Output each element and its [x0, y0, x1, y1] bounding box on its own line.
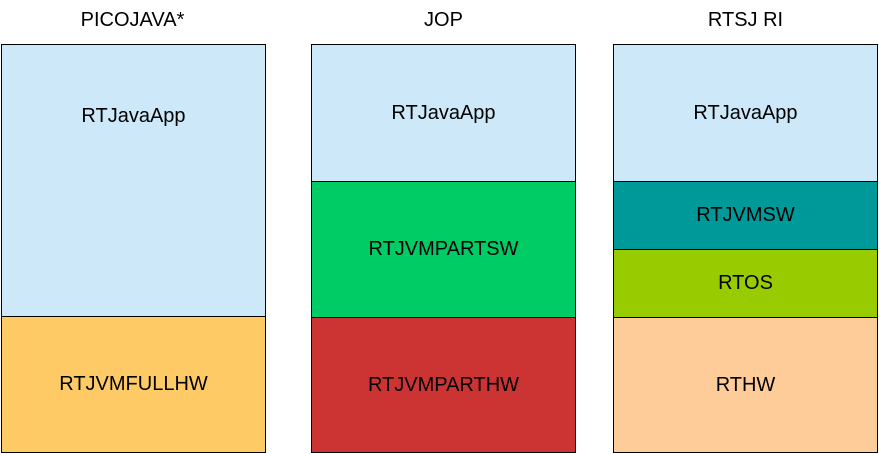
- stack-picojava: RTJavaApp RTJVMFULLHW: [1, 44, 266, 453]
- layer-rtjavaapp: RTJavaApp: [1, 44, 266, 317]
- layer-label: RTJavaApp: [391, 101, 496, 124]
- layer-label: RTJVMSW: [696, 204, 795, 226]
- column-title-rtsj-ri: RTSJ RI: [707, 9, 784, 31]
- stack-rtsj-ri: RTJavaApp RTJVMSW RTOS RTHW: [613, 44, 878, 453]
- layer-rtjvmfullhw: RTJVMFULLHW: [1, 316, 266, 453]
- column-title-jop: JOP: [424, 9, 463, 31]
- layer-label: RTOS: [718, 272, 773, 294]
- layer-label: RTJVMPARTSW: [368, 238, 519, 260]
- column-title-picojava: PICOJAVA*: [80, 9, 185, 31]
- layer-label: RTJVMPARTHW: [367, 373, 520, 396]
- layer-rtjavaapp: RTJavaApp: [613, 44, 878, 182]
- layer-label: RTJavaApp: [693, 101, 798, 124]
- layer-rtjavaapp: RTJavaApp: [311, 44, 576, 182]
- layer-rthw: RTHW: [613, 317, 878, 453]
- layer-label: RTJVMFULLHW: [59, 373, 208, 395]
- stack-jop: RTJavaApp RTJVMPARTSW RTJVMPARTHW: [311, 44, 576, 453]
- layer-label: RTJavaApp: [81, 105, 186, 127]
- layer-rtjvmpartsw: RTJVMPARTSW: [311, 181, 576, 318]
- layer-label: RTHW: [715, 373, 776, 396]
- layer-rtos: RTOS: [613, 249, 878, 318]
- layer-rtjvmsw: RTJVMSW: [613, 181, 878, 250]
- layer-rtjvmparthw: RTJVMPARTHW: [311, 317, 576, 453]
